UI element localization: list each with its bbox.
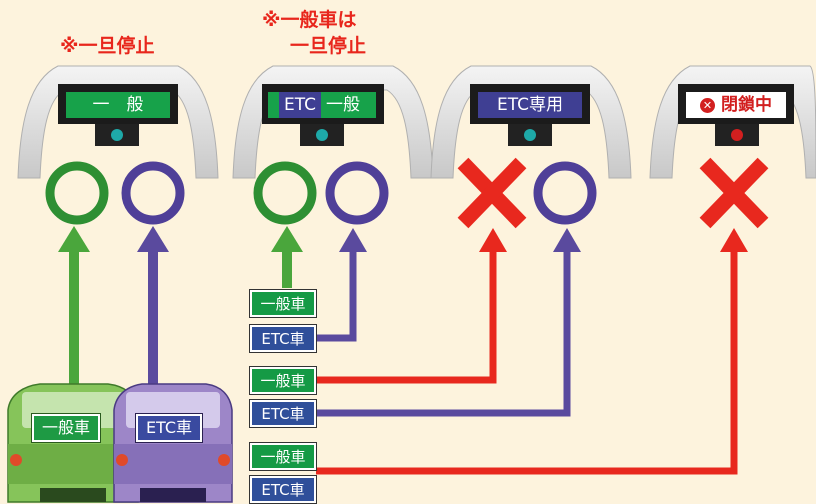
gate2-open-ring-etc — [325, 161, 389, 225]
gate-4-sign: ✕ 閉鎖中 — [686, 92, 786, 118]
plate-gate3-etc: ETC車 — [250, 400, 316, 427]
gate-3-sign: ETC専用 — [478, 92, 582, 118]
gate3-open-ring-etc — [533, 161, 597, 225]
arrow-gate1-general — [58, 226, 90, 390]
closed-x-icon: ✕ — [700, 98, 716, 113]
arrow-gate3-general — [316, 228, 507, 384]
etc-car-plate: ETC車 — [136, 414, 202, 442]
gate1-open-ring-etc — [121, 161, 185, 225]
general-car-plate: 一般車 — [32, 414, 100, 442]
gate3-closed-cross — [457, 157, 527, 229]
plate-gate4-general: 一般車 — [250, 443, 316, 470]
gate-4-lamp — [715, 124, 759, 146]
arrow-gate2-general — [271, 226, 303, 288]
gate-2-sign-general: 一般 — [326, 95, 360, 115]
gate-2-sign-etc: ETC — [279, 92, 321, 118]
gate-1-stop-note: ※一旦停止 — [60, 35, 155, 57]
gate-1-lamp — [95, 124, 139, 146]
arrow-gate2-etc — [316, 228, 367, 342]
plate-gate4-etc: ETC車 — [250, 476, 316, 503]
gate2-open-ring-general — [253, 161, 317, 225]
etc-car — [113, 383, 233, 503]
gate-3-lamp — [508, 124, 552, 146]
arrow-gate4-general — [316, 228, 748, 475]
gate4-closed-cross — [699, 157, 769, 229]
gate-2-lamp — [300, 124, 344, 146]
plate-gate3-general: 一般車 — [250, 367, 316, 394]
plate-gate2-general: 一般車 — [250, 290, 316, 317]
gate-2-stop-note-line2: 一旦停止 — [290, 35, 367, 57]
gate-4-sign-label: 閉鎖中 — [720, 95, 772, 115]
arrow-gate3-etc — [316, 228, 581, 417]
gate-2-stop-note-line1: ※一般車は — [262, 9, 357, 31]
gate1-open-ring-general — [45, 161, 109, 225]
plate-gate2-etc: ETC車 — [250, 325, 316, 352]
gate-1-sign: 一 般 — [66, 92, 170, 118]
arrow-gate1-etc — [137, 226, 169, 390]
